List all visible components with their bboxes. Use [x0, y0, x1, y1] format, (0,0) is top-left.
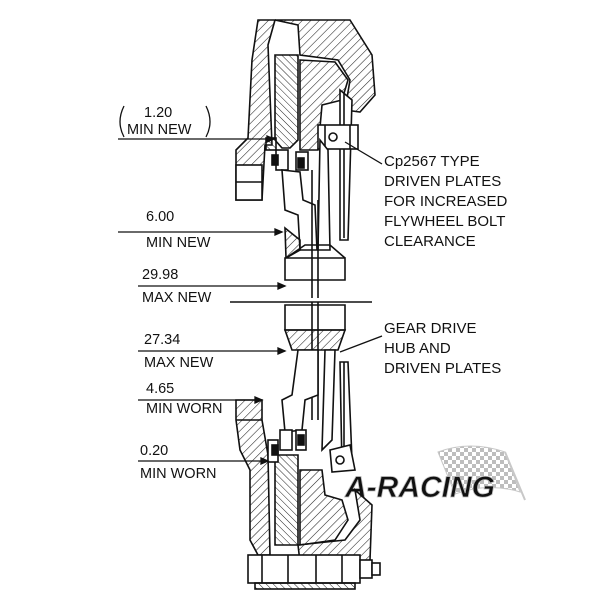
callout-line: GEAR DRIVE	[384, 320, 477, 337]
dimension-4-65: 4.65 MIN WORN	[146, 381, 223, 417]
dim-0-20-value: 0.20	[140, 443, 168, 459]
dim-1-20-value: 1.20	[144, 105, 172, 121]
dim-27-34-label: MAX NEW	[144, 355, 214, 371]
callout-line: FLYWHEEL BOLT	[384, 213, 505, 230]
callout-line: Cp2567 TYPE	[384, 153, 480, 170]
dim-0-20-label: MIN WORN	[140, 466, 217, 482]
dim-4-65-label: MIN WORN	[146, 401, 223, 417]
upper-clutch-section	[235, 19, 376, 298]
callout-line: HUB AND	[384, 340, 451, 357]
callout-line: DRIVEN PLATES	[384, 360, 501, 377]
lower-clutch-section	[235, 302, 381, 590]
dim-1-20-label: MIN NEW	[127, 122, 192, 138]
watermark-logo: A-RACING	[344, 445, 526, 504]
paren-right	[205, 105, 211, 138]
callout-driven-plates: Cp2567 TYPE DRIVEN PLATES FOR INCREASED …	[384, 153, 508, 250]
callout-line: FOR INCREASED	[384, 193, 508, 210]
callout-gear-drive: GEAR DRIVE HUB AND DRIVEN PLATES	[384, 320, 501, 377]
callout-line: CLEARANCE	[384, 233, 476, 250]
dimension-lines	[118, 135, 383, 465]
dim-6-00-value: 6.00	[146, 209, 174, 225]
paren-left	[119, 105, 125, 138]
dimension-1-20: 1.20 MIN NEW	[119, 105, 211, 138]
dim-4-65-value: 4.65	[146, 381, 174, 397]
dim-27-34-value: 27.34	[144, 332, 180, 348]
dimension-0-20: 0.20 MIN WORN	[140, 443, 217, 482]
watermark-text: A-RACING	[344, 471, 495, 504]
dimension-6-00: 6.00 MIN NEW	[146, 209, 211, 251]
dim-29-98-value: 29.98	[142, 267, 178, 283]
dimension-29-98: 29.98 MAX NEW	[142, 267, 212, 306]
dim-6-00-label: MIN NEW	[146, 235, 211, 251]
callout-line: DRIVEN PLATES	[384, 173, 501, 190]
dimension-27-34: 27.34 MAX NEW	[144, 332, 214, 371]
dim-29-98-label: MAX NEW	[142, 290, 212, 306]
